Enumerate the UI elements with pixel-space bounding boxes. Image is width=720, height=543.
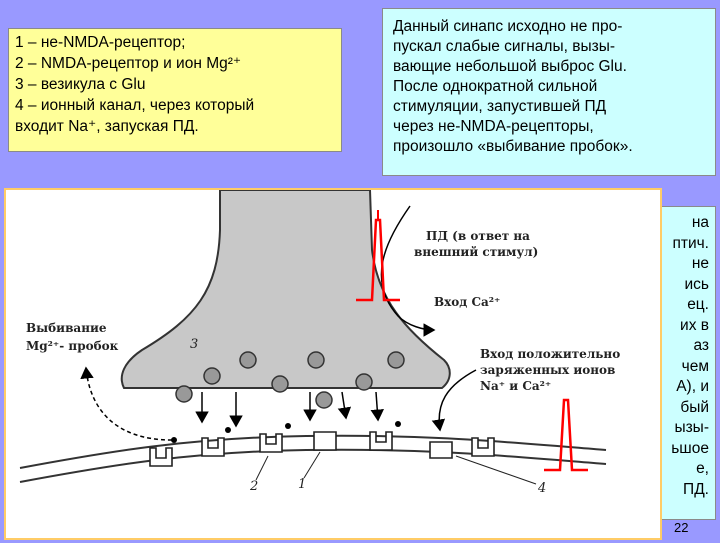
nmda-receptor bbox=[259, 433, 283, 453]
label-knockout-line1: Выбивание bbox=[26, 321, 107, 335]
hidden-line: бый bbox=[680, 398, 709, 416]
description-line: пускал слабые сигналы, вызы- bbox=[393, 38, 615, 55]
vesicles bbox=[175, 351, 405, 409]
vesicle bbox=[355, 373, 373, 391]
receptors bbox=[149, 431, 495, 467]
hidden-line: е, bbox=[696, 460, 709, 477]
mg-ion bbox=[395, 421, 401, 427]
label-pd-line2: внешний стимул) bbox=[414, 245, 538, 259]
page-number: 22 bbox=[674, 520, 689, 535]
legend-line: 3 – везикула с Glu bbox=[15, 76, 146, 93]
ion-entry-arrow bbox=[431, 369, 477, 432]
description-line: Данный синапс исходно не про- bbox=[393, 18, 623, 35]
release-arrows bbox=[195, 391, 384, 428]
nmda-receptor bbox=[201, 437, 225, 457]
synapse-diagram: ПД (в ответ на внешний стимул) Вход Ca²⁺… bbox=[19, 189, 620, 496]
vesicle bbox=[239, 351, 257, 369]
number-1: 1 bbox=[298, 477, 306, 492]
synapse-figure: ПД (в ответ на внешний стимул) Вход Ca²⁺… bbox=[4, 188, 662, 540]
hidden-line: их в bbox=[680, 316, 709, 334]
hidden-line: ись bbox=[684, 275, 709, 293]
label-ions-line2: заряженных ионов bbox=[480, 363, 615, 377]
description-line: стимуляции, запустившей ПД bbox=[393, 98, 607, 115]
hidden-line: ец. bbox=[687, 296, 709, 313]
hidden-line: ызы- bbox=[674, 419, 709, 436]
description-line: После однократной сильной bbox=[393, 78, 598, 95]
hidden-line: аз bbox=[693, 337, 709, 354]
ca-entry-arrow bbox=[380, 205, 436, 337]
legend-line: 4 – ионный канал, через который bbox=[15, 97, 255, 114]
vesicle bbox=[271, 375, 289, 393]
description-line: вающие небольшой выброс Glu. bbox=[393, 58, 627, 75]
number-2: 2 bbox=[249, 479, 258, 494]
hidden-line: чем bbox=[681, 357, 709, 375]
vesicle bbox=[315, 391, 333, 409]
vesicle bbox=[175, 385, 193, 403]
legend-line: 2 – NMDA-рецептор и ион Mg²⁺ bbox=[15, 55, 242, 72]
hidden-line: на bbox=[691, 214, 709, 231]
nmda-receptor bbox=[471, 437, 495, 457]
release-arrow bbox=[370, 391, 384, 422]
nmda-receptor bbox=[149, 447, 173, 467]
legend-line: 1 – не-NMDA-рецептор; bbox=[15, 34, 186, 51]
vesicle bbox=[307, 351, 325, 369]
legend-line: входит Na⁺, запуская ПД. bbox=[15, 118, 199, 135]
mg-ion bbox=[171, 437, 177, 443]
mg-ion bbox=[225, 427, 231, 433]
hidden-line: ПД. bbox=[683, 480, 709, 498]
ion-channel bbox=[429, 441, 453, 459]
nmda-receptor bbox=[369, 431, 393, 451]
release-arrow bbox=[337, 391, 352, 420]
vesicle bbox=[203, 367, 221, 385]
description-box: Данный синапс исходно не про- пускал сла… bbox=[382, 8, 716, 176]
mg-knockout-arrow bbox=[80, 366, 173, 441]
label-knockout-line2: Mg²⁺- пробок bbox=[26, 339, 119, 353]
label-ca-entry: Вход Ca²⁺ bbox=[434, 295, 500, 309]
hidden-line: птич. bbox=[672, 234, 709, 252]
vesicle bbox=[387, 351, 405, 369]
hidden-line: А), и bbox=[676, 378, 709, 395]
hidden-line: не bbox=[691, 255, 709, 272]
mg-ion bbox=[285, 423, 291, 429]
number-3: 3 bbox=[190, 337, 198, 352]
label-ions-line3: Na⁺ и Ca²⁺ bbox=[480, 379, 551, 393]
postsynaptic-membrane bbox=[19, 434, 607, 469]
legend-box: 1 – не-NMDA-рецептор; 2 – NMDA-рецептор … bbox=[8, 28, 342, 152]
mg-ions bbox=[171, 421, 401, 443]
action-potential-spike bbox=[544, 398, 588, 472]
number-4: 4 bbox=[537, 481, 546, 496]
non-nmda-receptor bbox=[313, 431, 337, 451]
label-ions-line1: Вход положительно bbox=[480, 347, 620, 361]
description-line: через не-NMDA-рецепторы, bbox=[393, 118, 594, 135]
description-line: произошло «выбивание пробок». bbox=[393, 138, 633, 155]
label-pd-line1: ПД (в ответ на bbox=[426, 229, 530, 243]
hidden-line: ьшое bbox=[671, 439, 709, 457]
